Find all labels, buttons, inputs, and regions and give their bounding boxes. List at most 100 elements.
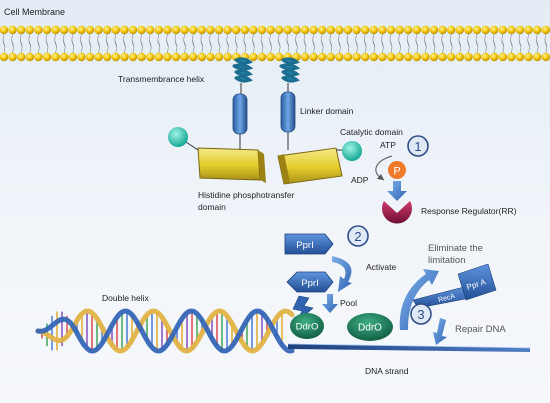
lipid-head [455, 52, 464, 62]
lipid-head [51, 52, 60, 62]
lipid-tail [174, 33, 178, 47]
lipid-head [146, 25, 155, 35]
lipid-tail [389, 33, 393, 47]
lipid-head [223, 52, 232, 62]
lipid-tail [131, 40, 135, 54]
lipid-head [404, 25, 413, 35]
lipid-head [94, 52, 103, 62]
lipid-tail [226, 33, 229, 47]
lipid-tail [415, 33, 419, 47]
lipid-head [25, 52, 34, 62]
lipid-head [524, 25, 533, 35]
lipid-tail [501, 33, 505, 47]
lipid-head [85, 25, 95, 35]
lipid-head [335, 52, 344, 62]
backbone-blue [35, 308, 295, 354]
lipid-tail [432, 40, 436, 54]
lipid-head [343, 25, 353, 35]
lipid-tail [191, 40, 195, 54]
lipid-head [103, 52, 112, 62]
lipid-head [17, 25, 26, 35]
cell-membrane-label: Cell Membrane [4, 7, 66, 17]
lipid-head [180, 52, 189, 62]
lipid-tail [381, 33, 384, 47]
lipid-tail [140, 33, 143, 47]
atp-label: ATP [380, 140, 396, 150]
lipid-head [369, 52, 378, 62]
lipid-tail [209, 40, 212, 54]
lipid-head [59, 52, 69, 62]
lipid-tail [544, 33, 548, 47]
ddro-right: DdrO [347, 313, 393, 341]
lipid-head [59, 25, 69, 35]
lipid-tail [303, 40, 307, 54]
lipid-head [171, 52, 181, 62]
lipid-tail [535, 33, 539, 47]
lipid-tail [329, 33, 333, 47]
lipid-tail [535, 40, 539, 54]
lipid-head [103, 25, 112, 35]
transmembrane-helix-right [279, 57, 301, 92]
lipid-head [77, 25, 86, 35]
lipid-head [85, 52, 95, 62]
phosphate-label: P [393, 166, 400, 178]
lipid-tail [441, 40, 444, 54]
lipid-head [386, 25, 396, 35]
lipid-tail [217, 33, 221, 47]
lipid-tail [501, 40, 505, 54]
lipid-tail [88, 33, 92, 47]
lipid-tail [131, 33, 135, 47]
lipid-tail [492, 40, 496, 54]
lipid-head [292, 25, 301, 35]
lipid-tail [510, 40, 513, 54]
lipid-tail [355, 33, 358, 47]
lipid-tail [544, 40, 548, 54]
lipid-head [197, 52, 206, 62]
histidine-domain-label-line2: domain [198, 202, 226, 212]
lipid-head [421, 25, 430, 35]
dna-strand-label: DNA strand [365, 366, 409, 376]
lipid-head [0, 52, 9, 62]
lipid-tail [45, 40, 49, 54]
catalytic-sphere-right [342, 141, 362, 161]
lipid-tail [166, 33, 169, 47]
lipid-head [490, 52, 499, 62]
lipid-head [472, 52, 482, 62]
lipid-tail [19, 33, 23, 47]
lipid-head [128, 52, 138, 62]
lipid-tail [484, 33, 487, 47]
lipid-tail [123, 40, 126, 54]
lipid-head [326, 52, 335, 62]
lipid-head [300, 52, 310, 62]
lipid-tail [406, 33, 410, 47]
lipid-head [447, 52, 456, 62]
phosphate-circle [388, 161, 406, 179]
lipid-tail [363, 33, 367, 47]
lipid-tail [19, 40, 23, 54]
lipid-head [68, 52, 78, 62]
response-regulator-shape [382, 201, 412, 224]
lipid-head [464, 25, 473, 35]
lipid-head [472, 25, 482, 35]
catalytic-sphere-left [168, 127, 188, 147]
lipid-head [240, 25, 249, 35]
lipid-head [8, 52, 17, 62]
pool-down-arrow [322, 294, 338, 313]
lipid-tail [424, 40, 427, 54]
lipid-tail [295, 33, 298, 47]
lipid-tail [80, 40, 83, 54]
lipid-head [180, 25, 189, 35]
lipid-tail [183, 40, 186, 54]
lipid-head [51, 25, 60, 35]
lipid-tail [62, 40, 66, 54]
lipid-tail [475, 40, 479, 54]
step-3: RecA Ppr A 3 [399, 263, 497, 345]
lipid-tail [312, 40, 315, 54]
step-1-number: 1 [414, 139, 421, 154]
lipid-head [214, 52, 224, 62]
step-1-circle [407, 135, 429, 157]
lipid-head [275, 25, 284, 35]
phospho-down-arrow [387, 181, 407, 201]
lipid-tail [475, 33, 479, 47]
